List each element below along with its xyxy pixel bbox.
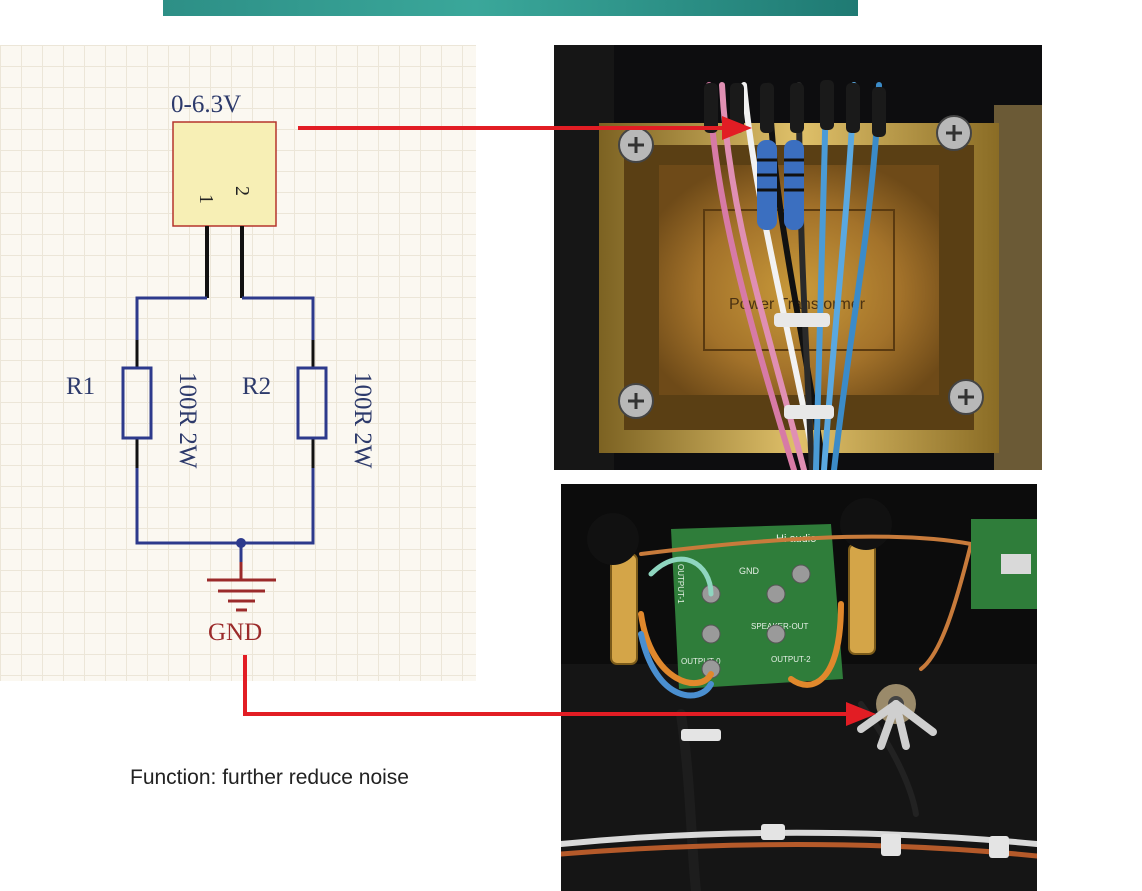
board-wires	[561, 534, 1037, 891]
r1-name: R1	[66, 373, 95, 400]
board-gnd: GND	[739, 566, 760, 576]
connector-pin-1: 1	[195, 194, 217, 204]
board-output-1: OUTPUT-1	[676, 564, 685, 604]
resistor-r1	[121, 366, 153, 440]
photo-resistors	[757, 140, 804, 230]
resistor-leads	[135, 340, 315, 468]
board-output-left: OUTPUT-0	[681, 657, 721, 666]
board-output-2: OUTPUT-2	[771, 655, 811, 664]
transformer-photo: Power Transformer	[554, 45, 1042, 470]
connector-leads	[205, 226, 244, 298]
arrow-to-transformer	[298, 116, 752, 140]
board-photo: Hi audio GND OUTPUT-0 OUTPUT-2 SPEAKER-O…	[561, 484, 1037, 891]
schematic-panel	[0, 45, 476, 681]
heatshrink-leads	[704, 80, 886, 137]
r1-value: 100R 2W	[174, 372, 201, 469]
ground-lug	[857, 684, 937, 750]
terminal-pcb: Hi audio GND OUTPUT-0 OUTPUT-2 SPEAKER-O…	[671, 524, 843, 689]
r2-value: 100R 2W	[349, 372, 376, 469]
gnd-label: GND	[208, 619, 262, 646]
connector-box	[172, 121, 277, 227]
connector-pin-2: 2	[231, 186, 253, 196]
junction-dot	[236, 538, 246, 548]
top-image-strip	[163, 0, 858, 16]
caption: Function: further reduce noise	[130, 766, 409, 789]
resistor-r2	[296, 366, 328, 440]
ground-symbol	[207, 562, 276, 612]
arrow-to-ground-lug	[243, 655, 876, 726]
connector-label: 0-6.3V	[171, 91, 241, 118]
r2-name: R2	[242, 373, 271, 400]
gold-terminals	[610, 543, 876, 665]
